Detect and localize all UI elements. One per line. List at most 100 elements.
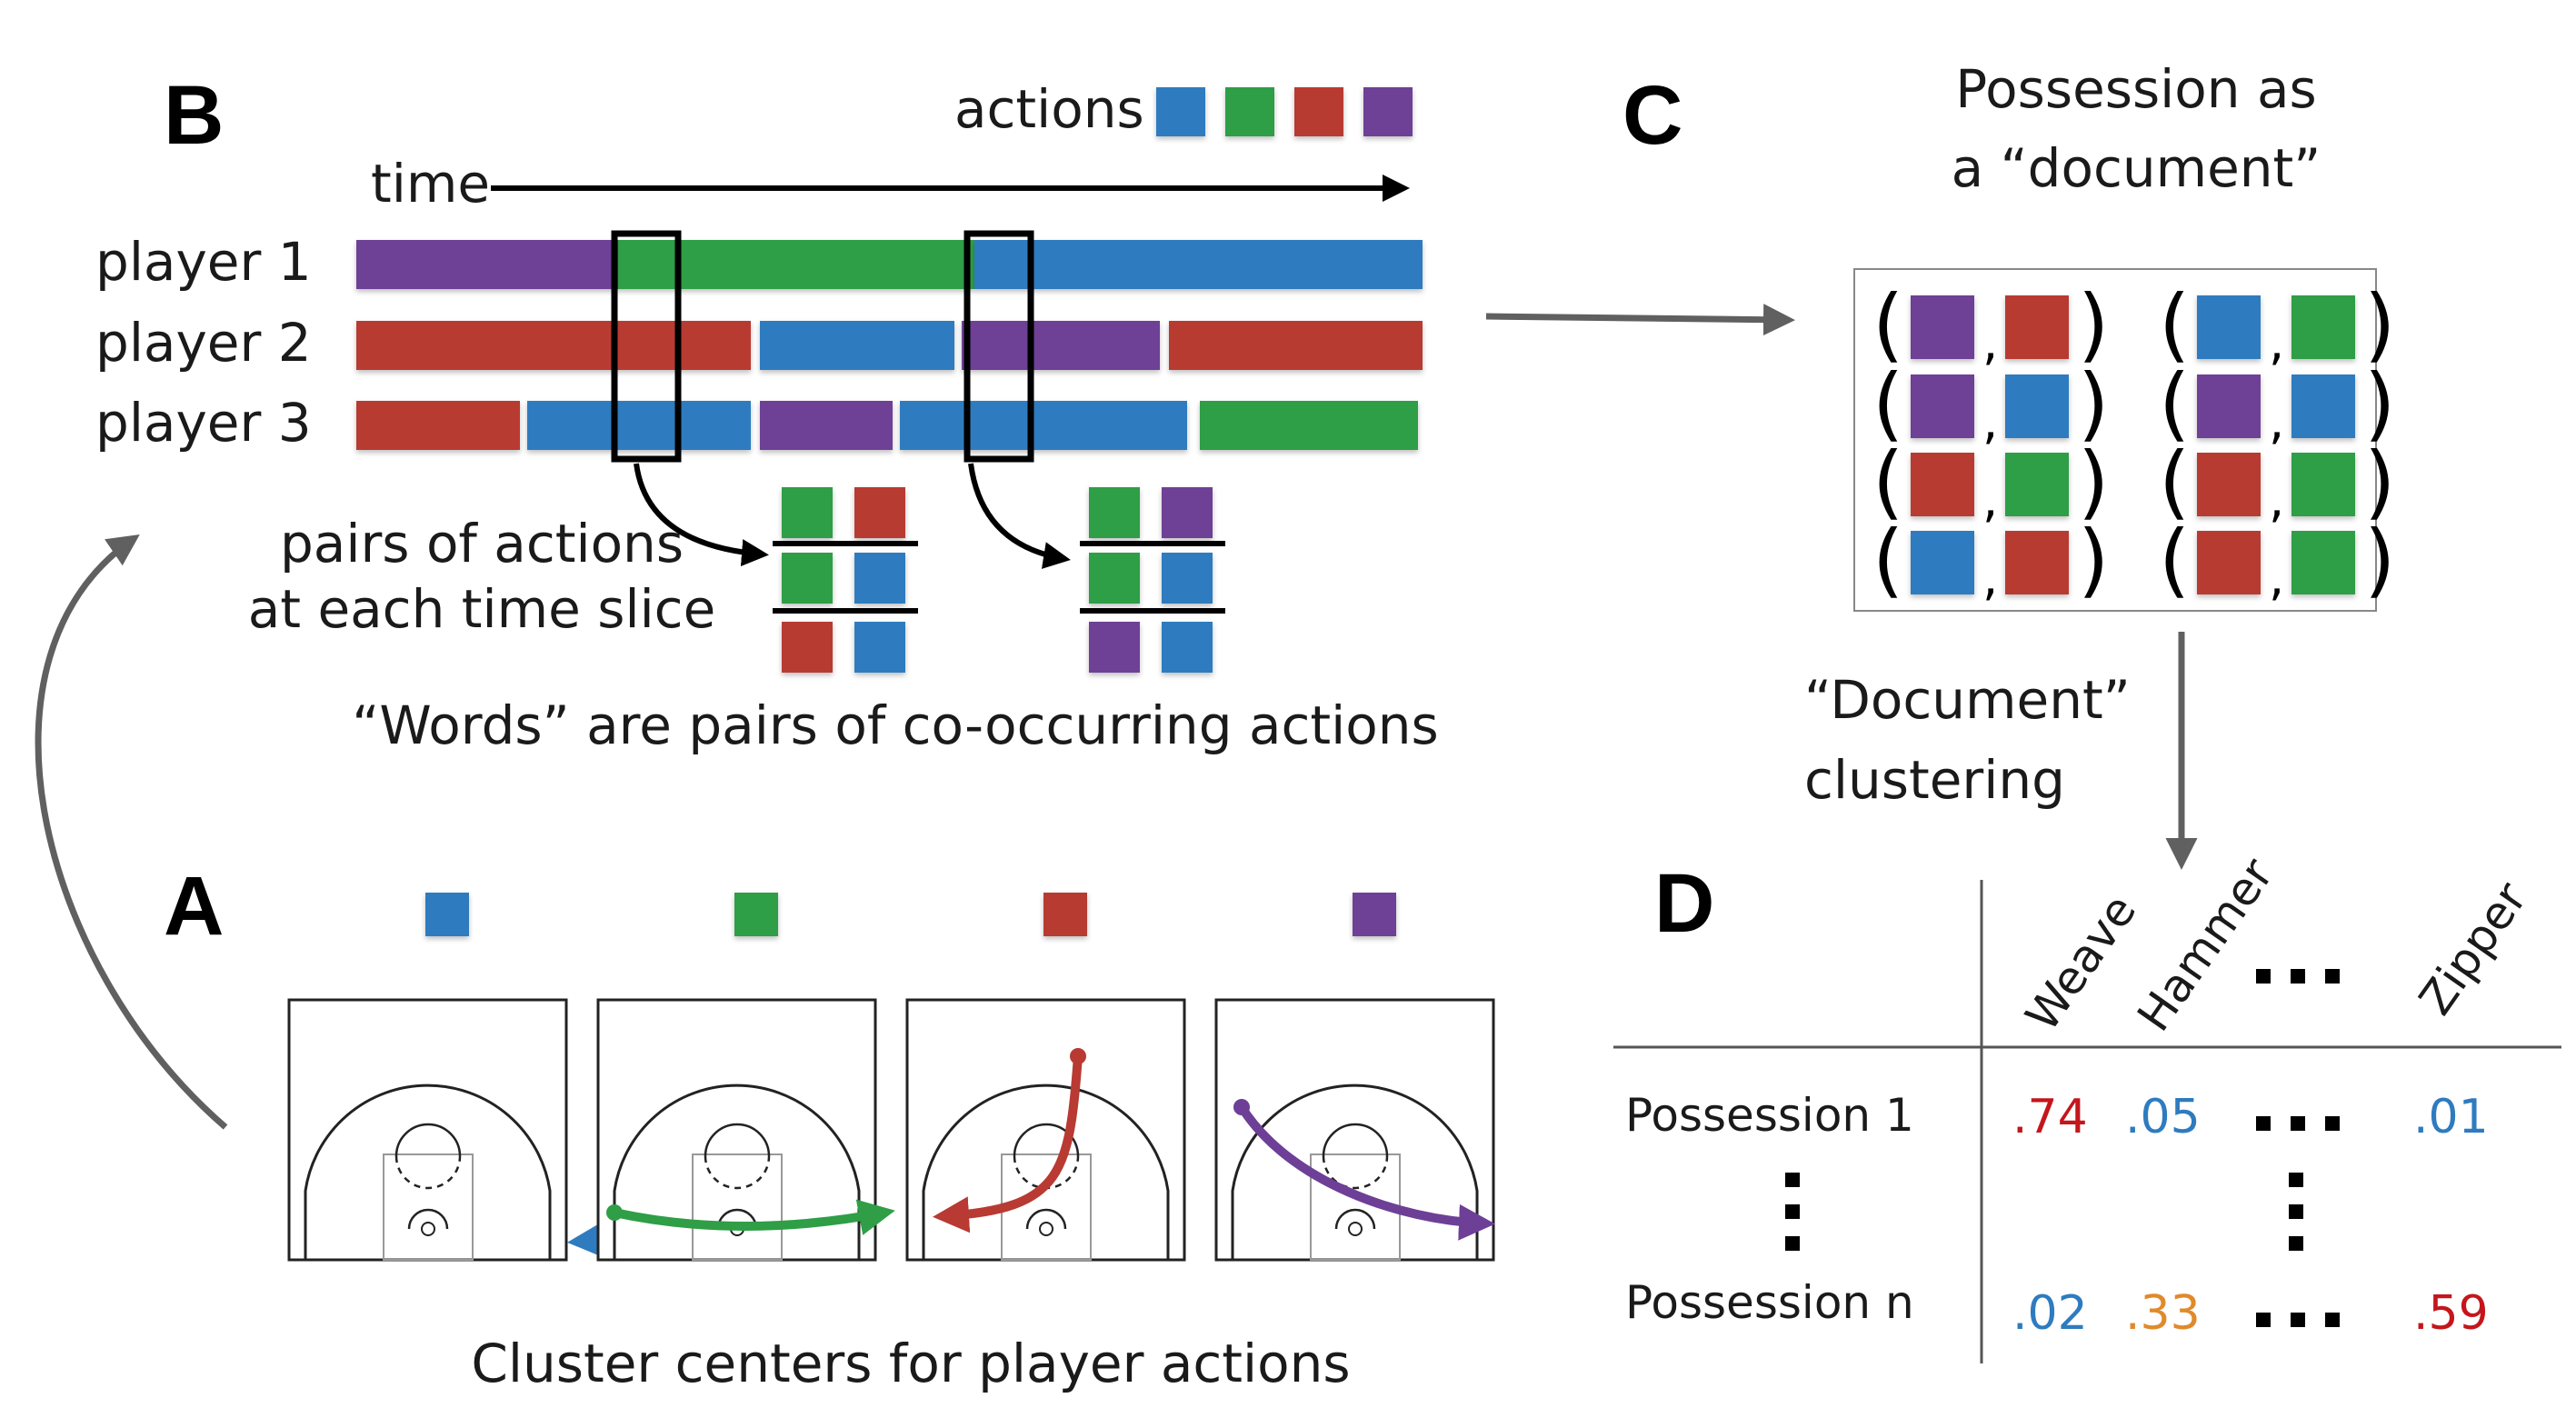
value-p1-zipper: .01: [2413, 1090, 2489, 1144]
restricted-arc: [1334, 1208, 1376, 1230]
row-ellipsis-pn: [2256, 1313, 2340, 1327]
hoop: [421, 1222, 435, 1236]
time-slice-window-1: [611, 230, 682, 463]
legend-swatch-green: [1225, 87, 1274, 136]
action-segment: [760, 321, 954, 370]
three-point-arc: [613, 1083, 861, 1260]
panel-b-letter: B: [164, 69, 224, 162]
doc-square-right: [2291, 295, 2355, 359]
slice-2-arrow: [968, 463, 1071, 569]
doc-square-right: [2291, 374, 2355, 438]
hoop: [1348, 1222, 1363, 1236]
arrow-a-to-b: [35, 534, 228, 1130]
vertical-ellipsis-rows: [1785, 1173, 1800, 1251]
comma: ,: [2269, 471, 2284, 528]
actions-label: actions: [954, 78, 1144, 140]
comma: ,: [2269, 549, 2284, 606]
clustering-label-line1: “Document”: [1804, 669, 2131, 731]
key-lane: [692, 1153, 783, 1261]
restricted-arc: [407, 1208, 449, 1230]
legend-swatch-purple: [1363, 87, 1413, 136]
vertical-ellipsis-middle: [2289, 1173, 2303, 1251]
doc-square-left: [2197, 531, 2261, 594]
action-segment: [1200, 401, 1418, 450]
paren-close: ): [2364, 513, 2395, 606]
doc-square-left: [1911, 374, 1974, 438]
free-throw-circle: [394, 1123, 462, 1157]
pair-square-left: [1089, 553, 1140, 604]
court-red: [905, 893, 1186, 1262]
three-point-arc: [304, 1083, 552, 1260]
comma: ,: [2269, 314, 2284, 371]
pairs-caption-line1: pairs of actions: [280, 513, 684, 574]
doc-square-left: [1911, 295, 1974, 359]
paren-close: ): [2078, 277, 2109, 371]
paren-close: ): [2078, 434, 2109, 528]
free-throw-circle: [1013, 1123, 1080, 1157]
paren-open: (: [1872, 356, 1903, 450]
court-green: [596, 893, 895, 1262]
time-slice-window-2: [964, 230, 1034, 463]
action-segment: [356, 321, 751, 370]
player-label-3: player 3: [95, 392, 312, 454]
doc-square-left: [1911, 531, 1974, 594]
value-pn-hammer: .33: [2125, 1286, 2201, 1341]
comma: ,: [1982, 471, 1998, 528]
column-header-weave: Weave: [2015, 885, 2146, 1041]
action-segment: [618, 240, 974, 289]
court-swatch-blue: [425, 893, 469, 936]
doc-square-right: [2005, 374, 2069, 438]
paren-open: (: [1872, 434, 1903, 528]
action-segment: [356, 240, 618, 289]
panel-a-letter: A: [164, 860, 224, 953]
free-throw-circle: [704, 1123, 771, 1157]
legend-swatch-red: [1294, 87, 1343, 136]
row-label-possession-n: Possession n: [1625, 1276, 1914, 1329]
paren-open: (: [2159, 277, 2190, 371]
court-swatch-purple: [1353, 893, 1396, 936]
arrow-b-to-c: [1485, 304, 1795, 336]
trajectory-start-red: [1070, 1048, 1086, 1064]
action-segment: [962, 321, 1160, 370]
player-trajectory-green: [610, 1199, 895, 1235]
court-purple: [1214, 893, 1495, 1262]
doc-square-right: [2291, 453, 2355, 516]
action-segment: [527, 401, 751, 450]
free-throw-circle-dashed: [704, 1155, 771, 1190]
court-outline: [287, 998, 568, 1262]
doc-square-right: [2291, 531, 2355, 594]
column-header-zipper: Zipper: [2409, 873, 2537, 1024]
action-segment: [974, 240, 1423, 289]
doc-square-left: [2197, 374, 2261, 438]
column-ellipsis: [2256, 969, 2340, 984]
action-segment: [900, 401, 1187, 450]
doc-square-left: [2197, 295, 2261, 359]
actions-legend: [1156, 87, 1413, 136]
pair-square-left: [782, 622, 833, 673]
paren-open: (: [1872, 277, 1903, 371]
doc-square-right: [2005, 531, 2069, 594]
pair-square-right: [1162, 487, 1213, 538]
paren-close: ): [2078, 356, 2109, 450]
value-pn-weave: .02: [2012, 1286, 2088, 1341]
time-label: time: [371, 153, 490, 215]
court-diagrams: [287, 893, 1495, 1262]
doc-square-right: [2005, 453, 2069, 516]
paren-open: (: [1872, 513, 1903, 606]
hoop: [1039, 1222, 1053, 1236]
slice-1-pairs: [773, 487, 918, 673]
action-segment: [1169, 321, 1423, 370]
restricted-arc: [1025, 1208, 1067, 1230]
pair-square-right: [854, 553, 905, 604]
value-p1-hammer: .05: [2125, 1090, 2201, 1144]
pair-square-left: [1089, 622, 1140, 673]
paren-close: ): [2364, 434, 2395, 528]
comma: ,: [2269, 393, 2284, 450]
pair-square-right: [854, 487, 905, 538]
pair-square-right: [854, 622, 905, 673]
words-caption: “Words” are pairs of co-occurring action…: [352, 694, 1438, 756]
pairs-caption-line2: at each time slice: [248, 578, 716, 640]
column-header-hammer: Hammer: [2127, 849, 2283, 1041]
comma: ,: [1982, 314, 1998, 371]
